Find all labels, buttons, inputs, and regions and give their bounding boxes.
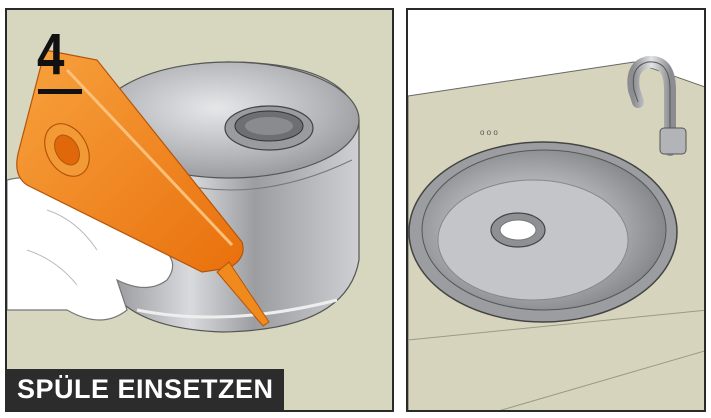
step-illustration-right: o o o [406, 8, 706, 412]
svg-text:o o o: o o o [480, 128, 498, 137]
step-number: 4 [37, 26, 64, 84]
step-caption: SPÜLE EINSETZEN [5, 369, 284, 410]
step-number-underline [38, 89, 82, 94]
step-illustration-left: 4 [5, 8, 394, 412]
sealing-sink-illustration [7, 10, 394, 412]
installed-sink-illustration: o o o [408, 10, 706, 412]
